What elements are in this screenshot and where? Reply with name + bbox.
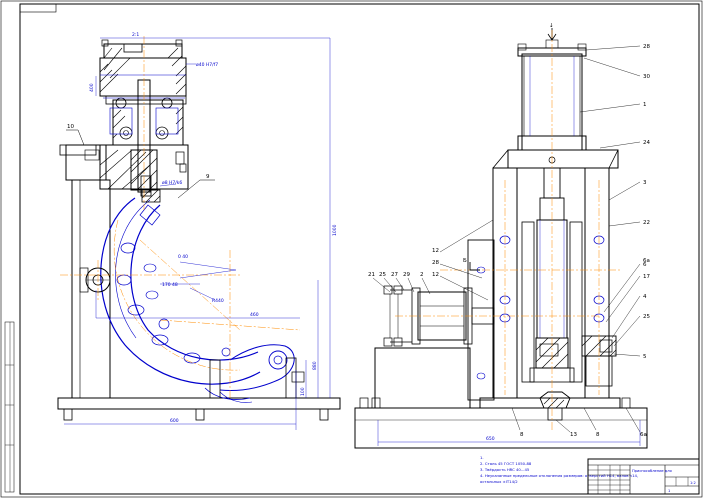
- callout-10: 10: [67, 124, 74, 130]
- left-view-bolts: [101, 39, 187, 173]
- left-view-dimension-lines: [64, 37, 331, 430]
- left-view-feet: [63, 408, 329, 421]
- note-line-1: 1.: [480, 455, 484, 460]
- callout-r-28-top: 28: [643, 44, 650, 50]
- callout-9: 9: [206, 174, 210, 180]
- dim-angle: 0 40: [178, 254, 188, 260]
- callout-r-6-right: 6: [643, 262, 647, 268]
- callout-r-3: 3: [643, 180, 647, 186]
- callout-r-8-right: 8: [596, 432, 600, 438]
- callout-r-5: 5: [643, 354, 647, 360]
- fit-mark-upper: ø40 H7/f7: [196, 62, 218, 68]
- callout-r-12-upper: 12: [432, 248, 439, 254]
- title-scale: 1:2: [690, 481, 696, 485]
- title-sheet: 1: [668, 489, 670, 493]
- callout-r-13: 13: [570, 432, 577, 438]
- dim-radius-offset: 170 48: [162, 282, 178, 288]
- note-line-5: остальных ±IT14/2: [480, 479, 518, 484]
- dim-overall-length: 600: [170, 418, 179, 424]
- callout-r-6a-base: 6a: [640, 432, 647, 438]
- callout-r-2: 2: [420, 272, 424, 278]
- dim-scale-note: 2:1: [132, 32, 139, 38]
- callout-r-17: 17: [643, 274, 650, 280]
- binding-strip: [4, 321, 15, 493]
- fit-mark-lower: ø8 H7/k6: [162, 180, 182, 186]
- callout-r-22: 22: [643, 220, 650, 226]
- callout-r-30: 30: [643, 74, 650, 80]
- left-view-axis-lines: [60, 36, 301, 398]
- callout-r-27: 27: [391, 272, 398, 278]
- callout-r-21: 21: [368, 272, 375, 278]
- callout-r-6a-upper: 6a: [643, 258, 650, 264]
- dim-height-mid: 880: [312, 361, 318, 370]
- title-block: Приспособление для 1:2 1: [587, 458, 700, 495]
- top-arrow: ↓: [549, 22, 554, 29]
- callout-r-24: 24: [643, 140, 650, 146]
- curved-workpiece: [100, 197, 295, 403]
- dim-height-low: 460: [250, 312, 259, 318]
- dim-housing: 400: [89, 83, 95, 92]
- right-view: ↓: [354, 22, 650, 449]
- callout-r-4: 4: [643, 294, 647, 300]
- callout-r-12-lower: 12: [432, 272, 439, 278]
- dim-base-width: 650: [486, 436, 495, 442]
- dim-radius: R440: [212, 298, 224, 304]
- callout-r-25-right: 25: [643, 314, 650, 320]
- title-name-line1: Приспособление для: [632, 469, 672, 473]
- callout-r-8-left: 8: [520, 432, 524, 438]
- pivot-pin: [79, 267, 111, 293]
- callout-r-25-left: 25: [379, 272, 386, 278]
- note-line-3: 3. Твёрдость HRC 40...45: [480, 467, 530, 472]
- note-line-2: 2. Сталь 45 ГОСТ 1050-88: [480, 461, 532, 466]
- callout-r-29: 29: [403, 272, 410, 278]
- note-line-4: 4. Неуказанные предельные отклонения раз…: [480, 473, 638, 478]
- callout-r-1: 1: [643, 102, 647, 108]
- dim-support: 100: [300, 387, 306, 396]
- right-base-details: [355, 391, 647, 421]
- left-view: 10 9 2:1 ø40 H7/f7 ø8 H7/k6 400 0 40 170…: [57, 32, 341, 430]
- callout-r-28-left: 28: [432, 260, 439, 266]
- dim-overall-height: 1000: [332, 224, 338, 236]
- right-view-leaders: [372, 45, 641, 446]
- section-mark: Б: [463, 258, 467, 264]
- technical-notes: 1. 2. Сталь 45 ГОСТ 1050-88 3. Твёрдость…: [480, 455, 638, 484]
